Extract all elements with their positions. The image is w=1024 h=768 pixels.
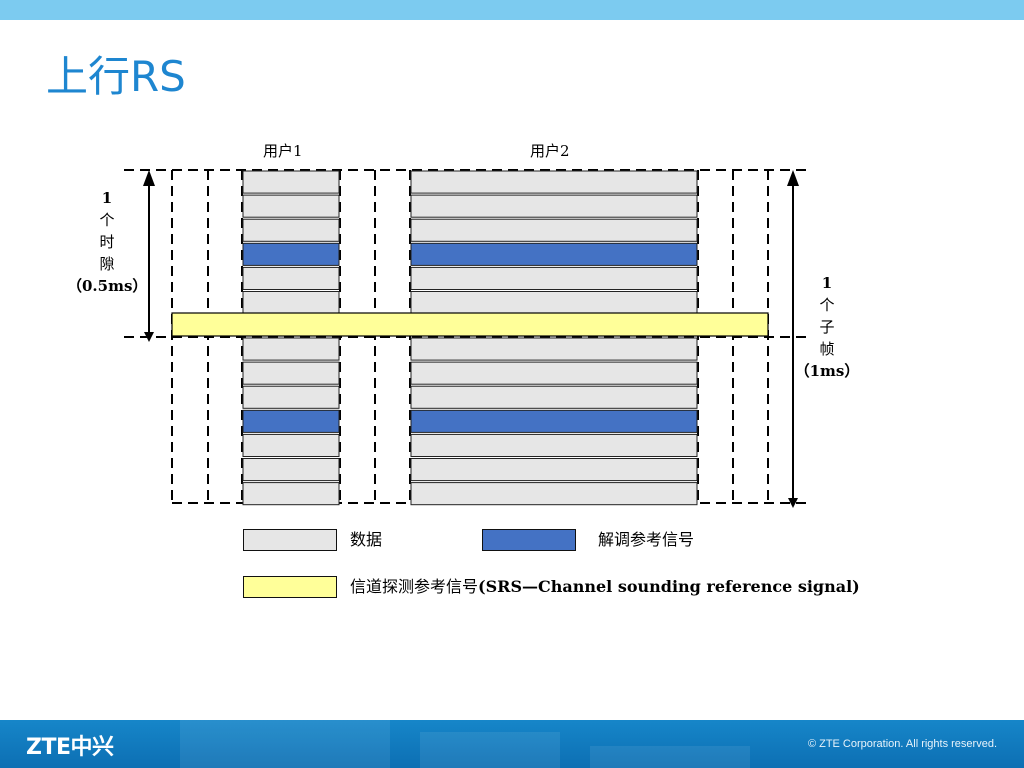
user1-slot2-data-row-1 (242, 361, 340, 385)
subframe-arrow-head-top (787, 170, 799, 186)
zte-logo: ZTE中兴 (26, 735, 114, 760)
footer-bar: ZTE中兴 © ZTE Corporation. All rights rese… (0, 720, 1024, 768)
user1-slot1-data-row-1 (242, 194, 340, 218)
user2-slot1-data-row-0 (410, 170, 698, 194)
user2-slot2-data-row-5 (410, 458, 698, 482)
slot-arrow-head-top (143, 170, 155, 186)
user1-slot2-data-row-5 (242, 458, 340, 482)
copyright-text: © ZTE Corporation. All rights reserved. (807, 738, 997, 750)
legend-data-swatch (243, 529, 337, 551)
user1-slot2-data-row-4 (242, 433, 340, 457)
user2-slot2-data-row-6 (410, 482, 698, 506)
user1-slot2-dmrs-row-3 (242, 409, 340, 433)
user1-label: 用户1 (263, 142, 303, 160)
user2-slot2-data-row-4 (410, 433, 698, 457)
user1-slot2-data-row-6 (242, 482, 340, 506)
user1-slot2-data-row-2 (242, 385, 340, 409)
legend-dmrs-swatch (482, 529, 576, 551)
user2-slot1-dmrs-row-3 (410, 242, 698, 266)
user2-slot2-dmrs-row-3 (410, 409, 698, 433)
user2-slot2-data-row-0 (410, 337, 698, 361)
user2-slot1-data-row-5 (410, 291, 698, 315)
subframe-duration-label: 1 个 子 帧 （1ms） (794, 274, 860, 380)
user1-slot1-data-row-2 (242, 218, 340, 242)
legend-data-label: 数据 (350, 530, 383, 549)
legend-srs-label: 信道探测参考信号(SRS—Channel sounding reference … (350, 577, 860, 596)
top-accent-bar (0, 0, 1024, 20)
slot-duration-label: 1 个 时 隙 （0.5ms） (67, 189, 148, 295)
user1-slot1-data-row-4 (242, 266, 340, 290)
srs-symbol-row (171, 312, 769, 337)
slide-title: 上行RS (46, 52, 186, 101)
user2-label: 用户2 (530, 142, 570, 160)
user2-slot2-data-row-1 (410, 361, 698, 385)
user2-slot2-data-row-2 (410, 385, 698, 409)
user1-slot1-dmrs-row-3 (242, 242, 340, 266)
user1-slot1-data-row-5 (242, 291, 340, 315)
legend-srs-swatch (243, 576, 337, 598)
user2-slot1-data-row-4 (410, 266, 698, 290)
user2-slot1-data-row-2 (410, 218, 698, 242)
user1-slot2-data-row-0 (242, 337, 340, 361)
user2-slot1-data-row-1 (410, 194, 698, 218)
legend-dmrs-label: 解调参考信号 (598, 530, 695, 549)
user1-slot1-data-row-0 (242, 170, 340, 194)
